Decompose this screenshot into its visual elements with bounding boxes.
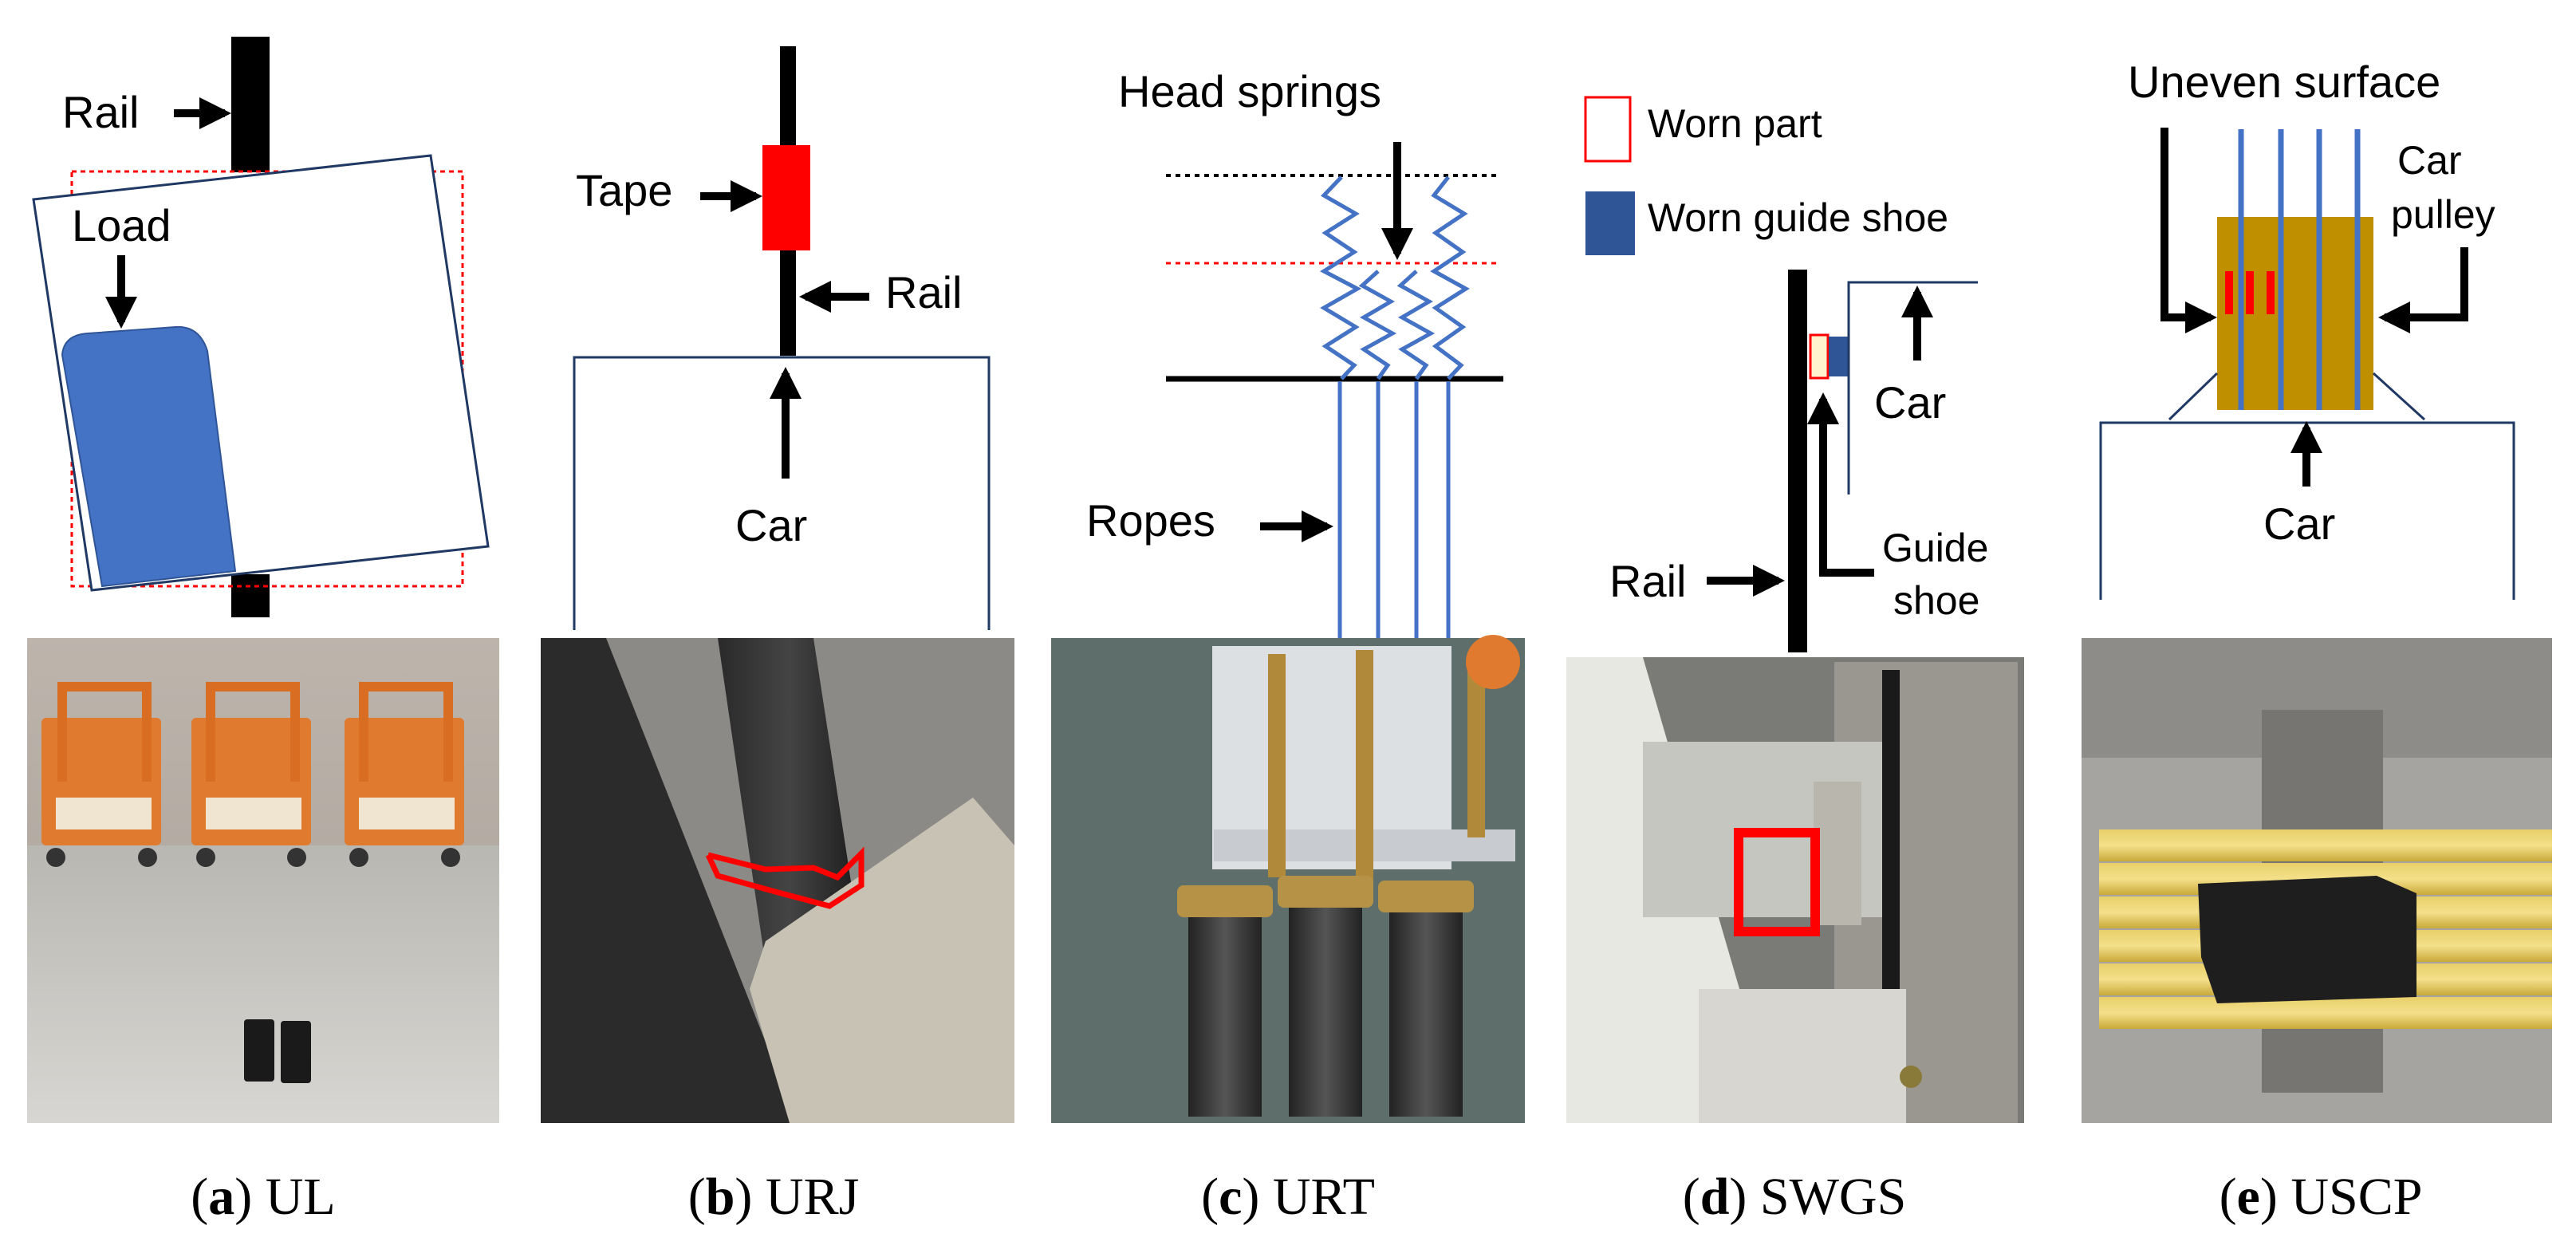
spring — [1358, 270, 1397, 380]
load-block — [61, 325, 237, 588]
uneven-mark — [2225, 271, 2233, 314]
worn-part-box — [1809, 333, 1830, 380]
panel-a-diagram: Rail Load — [32, 37, 490, 617]
car-label: Car — [735, 500, 807, 550]
panel-c-caption: (c) URT — [1201, 1168, 1375, 1226]
cart — [191, 682, 311, 867]
rail-bar-lower — [231, 574, 270, 617]
caption-letter: c — [1219, 1168, 1242, 1226]
spring — [1319, 175, 1362, 380]
worn-part-box — [1734, 828, 1820, 936]
caption-name: SWGS — [1760, 1168, 1906, 1226]
caption-name: URJ — [766, 1168, 859, 1226]
rail-label: Rail — [1609, 556, 1686, 606]
caption-letter: b — [706, 1168, 735, 1226]
caption-name: USCP — [2290, 1168, 2422, 1226]
panel-a-caption: (a) UL — [191, 1168, 335, 1226]
legend-worn-part-swatch — [1584, 96, 1632, 163]
legend-worn-part-label: Worn part — [1648, 101, 1822, 146]
panel-d-caption: (d) SWGS — [1683, 1168, 1907, 1226]
car-pulley-label-line1: Car — [2397, 138, 2462, 183]
caption-name: URT — [1273, 1168, 1375, 1226]
rail-label: Rail — [885, 267, 962, 317]
tape-marker — [762, 145, 810, 250]
pulley-support-left — [2168, 372, 2219, 421]
uneven-surface-arrow — [2160, 128, 2217, 333]
panel-e: Uneven surface Car pulley Car — [2082, 57, 2552, 1226]
panel-a-photo — [27, 638, 499, 1123]
panel-e-photo — [2082, 638, 2552, 1123]
cart — [345, 682, 464, 867]
legend-worn-guide-shoe-label: Worn guide shoe — [1648, 195, 1948, 240]
caption-letter: e — [2237, 1168, 2260, 1226]
car-label: Car — [1874, 377, 1946, 428]
guide-shoe-arrow — [1807, 392, 1874, 577]
load-label: Load — [72, 200, 171, 250]
panel-b-photo — [541, 638, 1014, 1123]
car-pulley-label-line2: pulley — [2391, 192, 2495, 237]
guide-label-line1: Guide — [1882, 526, 1988, 570]
caption-letter: a — [208, 1168, 234, 1226]
panel-e-caption: (e) USCP — [2220, 1168, 2423, 1226]
panel-c-photo — [1051, 635, 1525, 1123]
rail-bar — [231, 37, 270, 172]
car-outline — [573, 356, 991, 630]
spring — [1430, 175, 1470, 380]
head-springs-label: Head springs — [1118, 66, 1381, 116]
panel-b: Tape Rail Car (b) URJ — [541, 46, 1014, 1226]
panel-a: Rail Load — [27, 37, 499, 1226]
legend-worn-guide-shoe-swatch — [1585, 191, 1635, 255]
car-pulley-arrow — [2378, 247, 2468, 333]
svg-text:(a) UL: (a) UL — [191, 1168, 335, 1226]
svg-text:(d) SWGS: (d) SWGS — [1683, 1168, 1907, 1226]
guide-label-line2: shoe — [1893, 578, 1979, 623]
panel-d-diagram: Worn part Worn guide shoe Car Guide shoe… — [1584, 96, 1988, 652]
panel-b-diagram: Tape Rail Car — [573, 46, 991, 630]
panel-b-caption: (b) URJ — [688, 1168, 860, 1226]
pulley-support-right — [2372, 372, 2426, 421]
svg-text:(b) URJ: (b) URJ — [688, 1168, 860, 1226]
car-outline — [1847, 281, 1978, 495]
panel-e-diagram: Uneven surface Car pulley Car — [2099, 57, 2515, 600]
guide-shoe-block — [1829, 337, 1848, 376]
panel-d: Worn part Worn guide shoe Car Guide shoe… — [1566, 96, 2024, 1226]
svg-text:(e) USCP: (e) USCP — [2220, 1168, 2423, 1226]
uneven-mark — [2267, 271, 2275, 314]
caption-name: UL — [266, 1168, 336, 1226]
spring — [1396, 270, 1436, 380]
tape-outline — [705, 846, 865, 909]
panel-c: Head springs Ropes — [1051, 66, 1525, 1226]
rail-label: Rail — [62, 87, 139, 137]
svg-text:(c) URT: (c) URT — [1201, 1168, 1375, 1226]
tape-label: Tape — [576, 165, 672, 215]
panel-c-diagram: Head springs Ropes — [1086, 66, 1503, 638]
tape-patch — [2198, 876, 2416, 1003]
uneven-surface-label: Uneven surface — [2128, 57, 2440, 107]
ropes-label: Ropes — [1086, 495, 1215, 546]
panel-d-photo — [1566, 657, 2024, 1123]
spring-photo — [1177, 876, 1474, 1117]
rail-bar — [1788, 270, 1807, 652]
car-label: Car — [2263, 498, 2335, 549]
caption-letter: d — [1700, 1168, 1730, 1226]
uneven-mark — [2246, 271, 2254, 314]
cart — [41, 682, 161, 867]
